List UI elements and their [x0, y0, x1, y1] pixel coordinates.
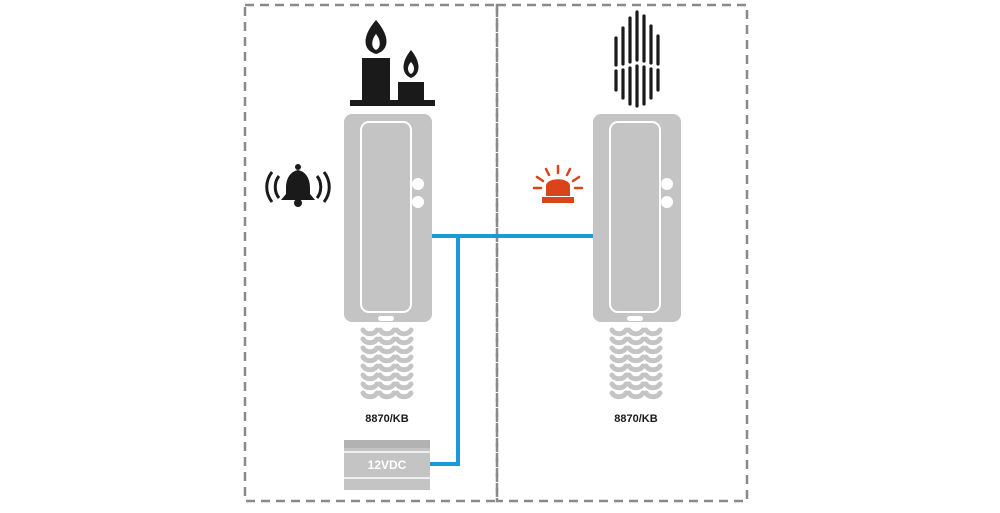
cord-coil [643, 345, 663, 355]
cord-coil [626, 354, 646, 364]
cord-coil [643, 372, 663, 382]
cord-coil [394, 363, 414, 373]
cord-coil [360, 345, 380, 355]
left-handset-button-bottom [412, 196, 424, 208]
cord-coil [377, 390, 397, 400]
wire-junction-to-power-supply [430, 236, 460, 466]
cord-coil [394, 381, 414, 391]
cord-coil [377, 327, 397, 337]
cord-coil [626, 345, 646, 355]
cord-coil [377, 363, 397, 373]
cord-coil [360, 327, 380, 337]
cord-coil [609, 345, 629, 355]
power-supply-label: 12VDC [368, 458, 407, 472]
cord-coil [377, 345, 397, 355]
cord-coil [394, 336, 414, 346]
cord-coil [360, 390, 380, 400]
cord-coil [609, 363, 629, 373]
cord-coil [643, 381, 663, 391]
left-model-label: 8870/KB [365, 413, 408, 425]
cord-coil [360, 372, 380, 382]
cord-coil [626, 381, 646, 391]
cord-coil [377, 381, 397, 391]
right-room-border [495, 3, 749, 503]
cord-coil [609, 354, 629, 364]
cord-coil [609, 336, 629, 346]
right-handset [593, 114, 681, 322]
cord-coil [643, 336, 663, 346]
flashing-beacon-icon [532, 164, 584, 203]
left-handset-button-top [412, 178, 424, 190]
candles-icon [350, 20, 435, 106]
right-handset-button-bottom [661, 196, 673, 208]
cord-coil [609, 327, 629, 337]
cord-coil [626, 336, 646, 346]
cord-coil [626, 390, 646, 400]
cord-coil [643, 354, 663, 364]
cord-coil [643, 363, 663, 373]
cord-coil [360, 354, 380, 364]
cord-coil [394, 354, 414, 364]
wiring [430, 234, 595, 466]
cord-coil [394, 372, 414, 382]
cord-coil [626, 363, 646, 373]
cord-coil [360, 363, 380, 373]
left-room-border [243, 3, 499, 503]
cord-coil [377, 336, 397, 346]
cord-coil [377, 354, 397, 364]
noise-bars-icon [614, 10, 660, 108]
power-supply: 12VDC [344, 440, 430, 490]
cord-coil [394, 345, 414, 355]
cord-coil [360, 336, 380, 346]
cord-coil [609, 390, 629, 400]
right-coiled-cord [609, 327, 663, 400]
cord-coil [626, 327, 646, 337]
right-handset-button-top [661, 178, 673, 190]
cord-coil [643, 327, 663, 337]
cord-coil [394, 327, 414, 337]
right-model-label: 8870/KB [614, 413, 657, 425]
cord-coil [609, 372, 629, 382]
cord-coil [626, 372, 646, 382]
left-coiled-cord [360, 327, 414, 400]
ringing-bell-icon [265, 164, 331, 207]
cord-coil [609, 381, 629, 391]
cord-coil [377, 372, 397, 382]
cord-coil [394, 390, 414, 400]
cord-coil [643, 390, 663, 400]
cord-coil [360, 381, 380, 391]
left-handset [344, 114, 432, 322]
